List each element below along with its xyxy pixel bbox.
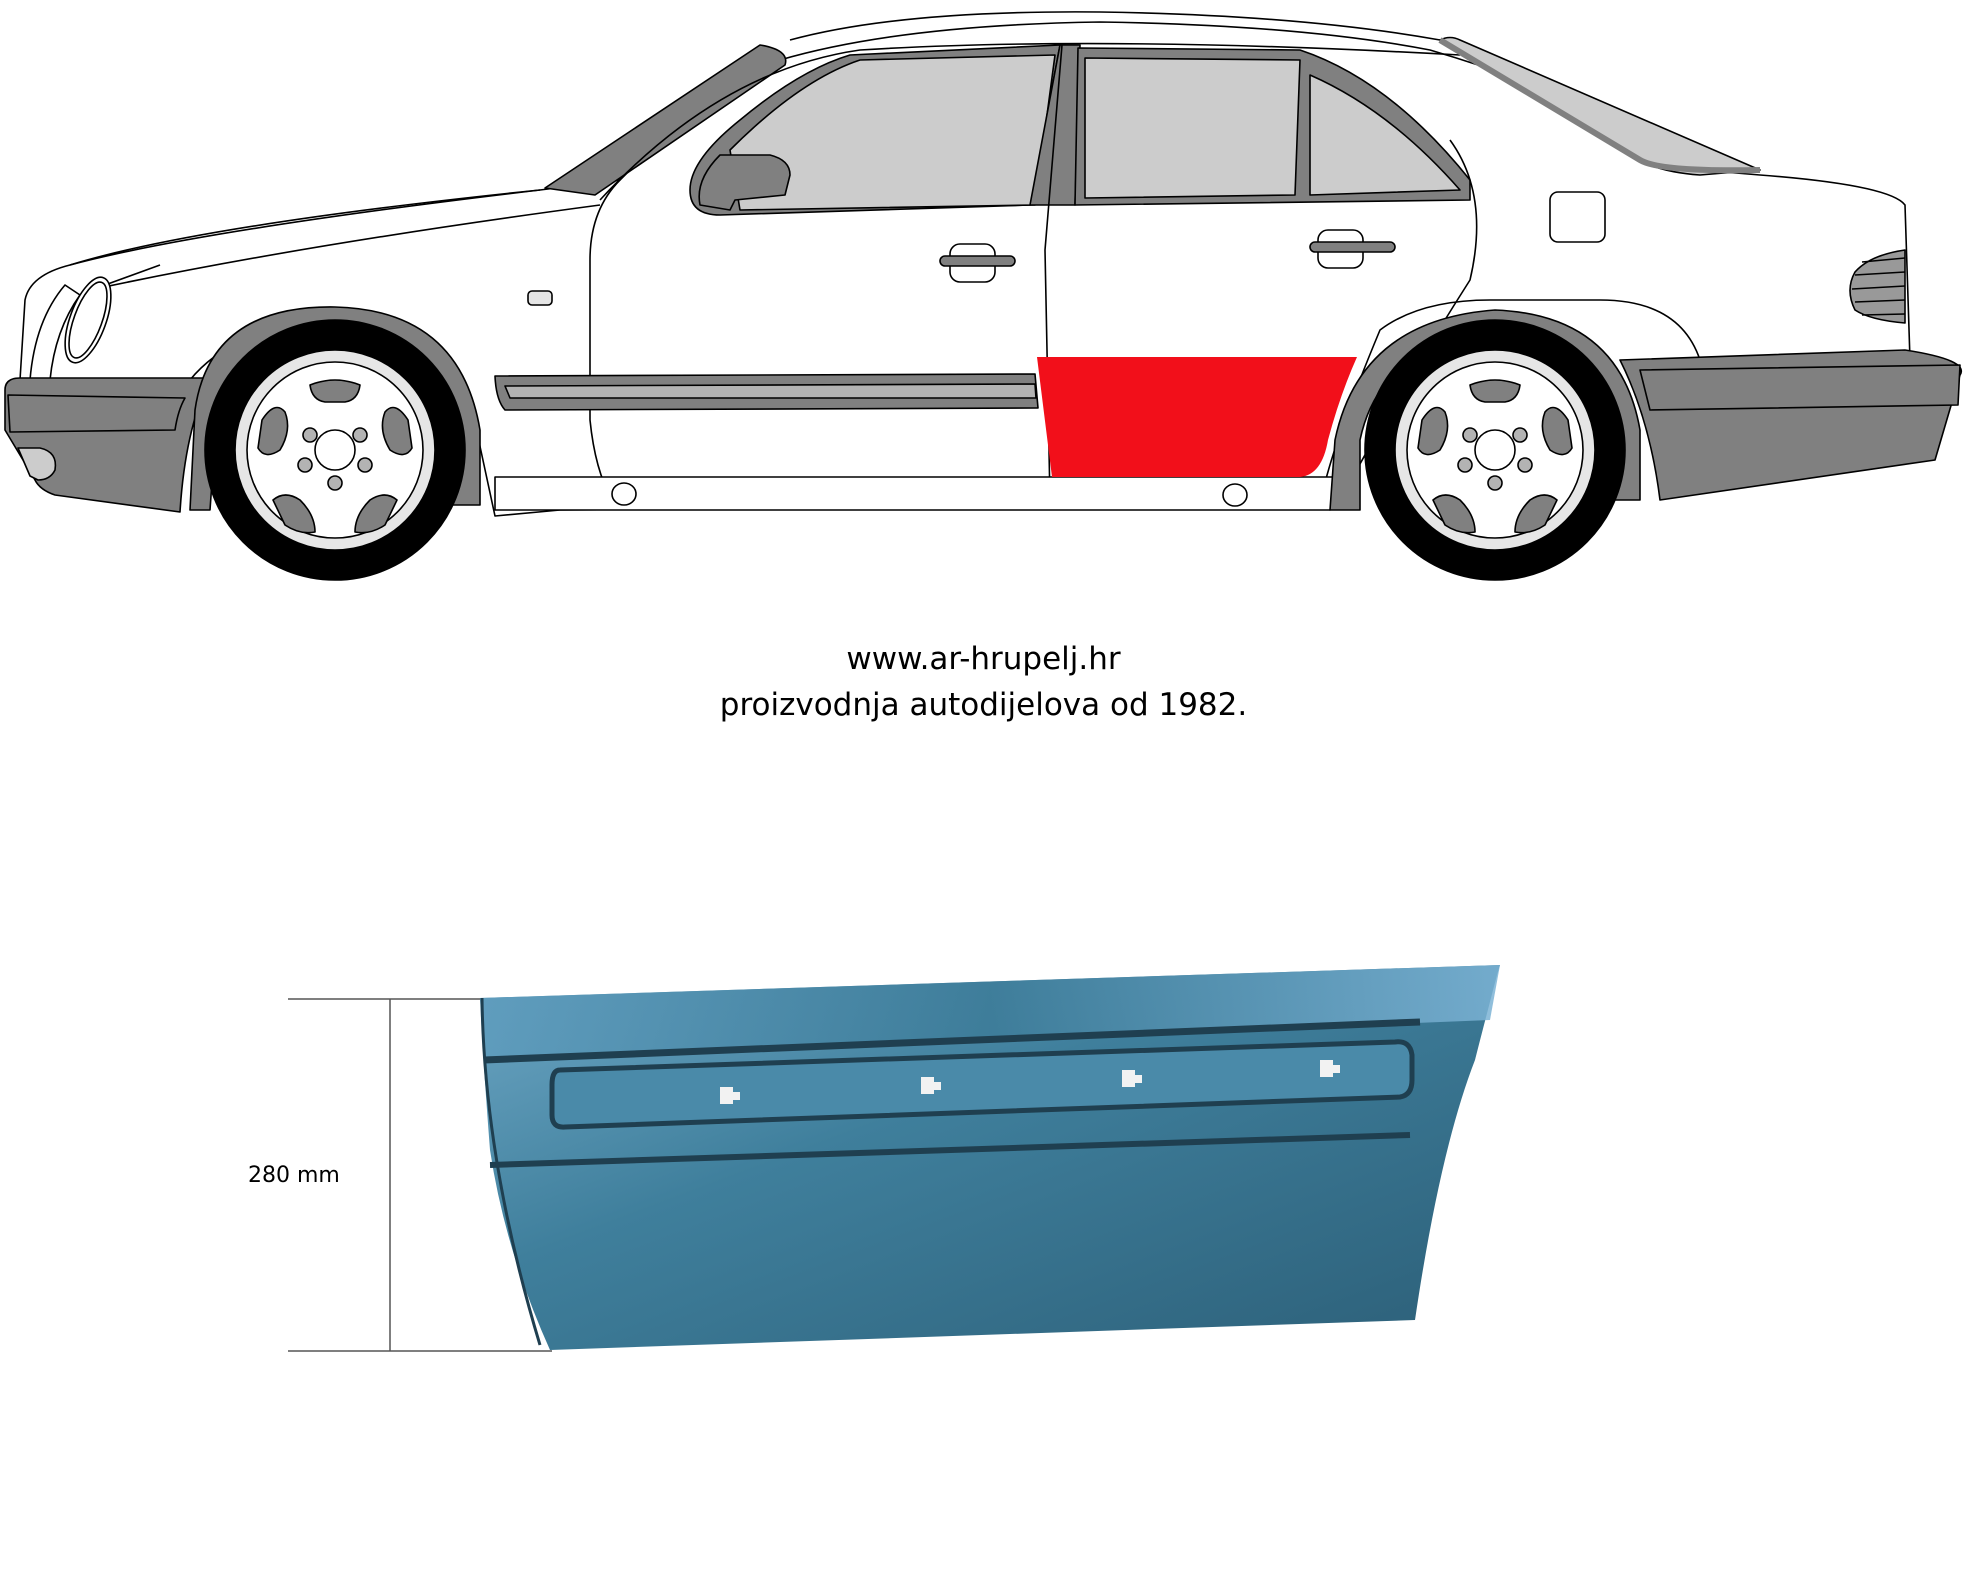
- rear-window-glass: [1084, 57, 1301, 199]
- rear-wheel: [1364, 319, 1626, 581]
- company-tagline: proizvodnja autodijelova od 1982.: [719, 687, 1248, 723]
- rear-door-handle: [1309, 241, 1396, 253]
- fog-light-icon: [17, 447, 57, 481]
- website-url: www.ar-hrupelj.hr: [846, 641, 1121, 677]
- rear-quarter-glass: [1309, 74, 1461, 196]
- clip-icon: [921, 1077, 941, 1094]
- side-marker-icon: [527, 290, 553, 306]
- fuel-cap-icon: [1549, 191, 1606, 243]
- lower-crease: [489, 1132, 1411, 1168]
- clip-icon: [720, 1087, 740, 1104]
- headlight-icon: [64, 276, 112, 364]
- highlighted-repair-panel: [1037, 357, 1357, 477]
- front-door-handle: [939, 255, 1016, 267]
- upper-crease: [483, 1018, 1421, 1064]
- mounting-clips: [720, 1060, 1340, 1104]
- side-mirror-icon: [698, 154, 791, 211]
- dimension-lines: [288, 998, 552, 1352]
- car-side-diagram: [4, 11, 1963, 581]
- clip-icon: [1122, 1070, 1142, 1087]
- repair-panel-photo: [288, 965, 1500, 1352]
- dimension-label: 280 mm: [248, 1163, 340, 1188]
- molding-recess: [549, 1039, 1415, 1130]
- front-wheel: [204, 319, 466, 581]
- grille-icon: [29, 284, 81, 381]
- tail-light-icon: [1849, 249, 1906, 324]
- front-window-glass: [729, 54, 1056, 211]
- clip-icon: [1320, 1060, 1340, 1077]
- a-pillar-trim: [544, 44, 787, 196]
